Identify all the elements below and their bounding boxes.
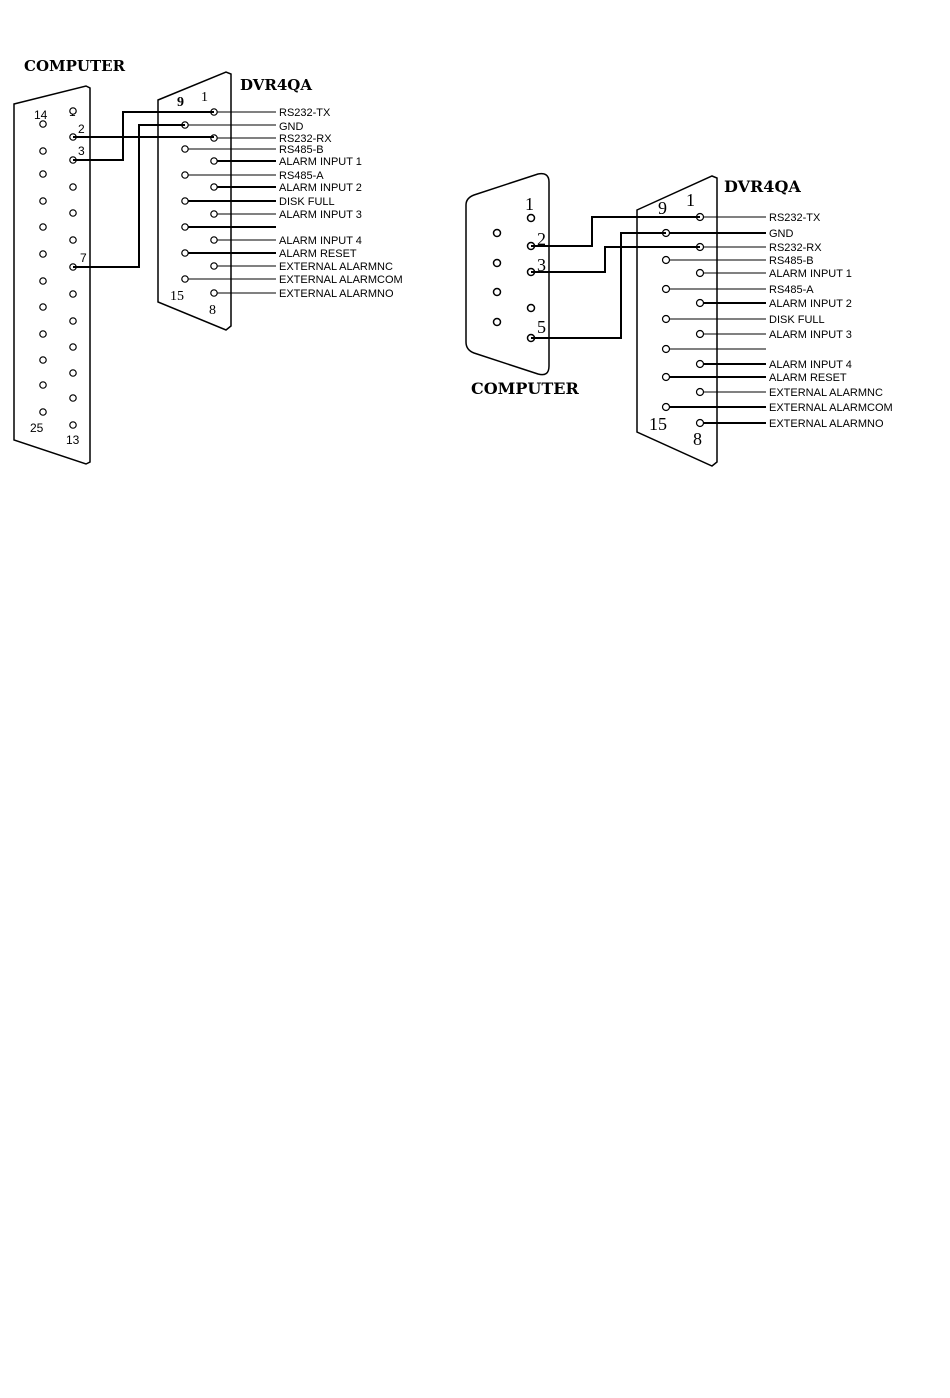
right-dvr-signal-leads <box>661 212 766 428</box>
right-signal-alarm-input-4: ALARM INPUT 4 <box>769 359 852 371</box>
left-pc-pin-2-label: 2 <box>78 122 85 136</box>
right-pc-pin-5-label: 5 <box>537 317 546 337</box>
right-signal-alarm-input-3: ALARM INPUT 3 <box>769 329 852 341</box>
left-dvr-pin-8-label: 8 <box>209 303 216 318</box>
left-signal-rs232-tx: RS232-TX <box>279 107 331 119</box>
left-pc-pin-3-label: 3 <box>78 144 85 158</box>
left-pc-pin-14-label: 14 <box>34 108 48 122</box>
right-signal-rs232-rx: RS232-RX <box>769 242 822 254</box>
right-dvr-pin-15-label: 15 <box>649 414 667 434</box>
right-diagram: DVR4QA COMPUTER 1 2 3 5 9 1 15 8 <box>465 172 893 467</box>
left-signal-external-alarmno: EXTERNAL ALARMNO <box>279 288 394 300</box>
right-signal-external-alarmnc: EXTERNAL ALARMNC <box>769 387 883 399</box>
left-signal-rs485-a: RS485-A <box>279 170 324 182</box>
left-signal-rs232-rx: RS232-RX <box>279 133 332 145</box>
right-pc-pin-1-label: 1 <box>525 194 534 214</box>
left-dvr-title: DVR4QA <box>240 76 312 94</box>
right-signal-rs485-a: RS485-A <box>769 284 814 296</box>
left-db25-connector-shell <box>13 85 91 465</box>
left-signal-gnd: GND <box>279 121 304 133</box>
right-signal-external-alarmcom: EXTERNAL ALARMCOM <box>769 402 893 414</box>
left-wire-tx <box>73 111 214 161</box>
left-cross-wires <box>73 111 214 268</box>
left-signal-alarm-reset: ALARM RESET <box>279 248 357 260</box>
left-signal-rs485-b: RS485-B <box>279 144 324 156</box>
left-dvr-db15-connector-shell <box>157 71 232 331</box>
left-computer-title: COMPUTER <box>24 57 126 75</box>
right-dvr-signal-labels: RS232-TX GND RS232-RX RS485-B ALARM INPU… <box>769 212 893 430</box>
left-pc-pin-7-label: 7 <box>80 251 87 265</box>
right-wire-tx <box>531 216 700 247</box>
left-signal-external-alarmcom: EXTERNAL ALARMCOM <box>279 274 403 286</box>
right-signal-alarm-input-2: ALARM INPUT 2 <box>769 298 852 310</box>
right-signal-alarm-reset: ALARM RESET <box>769 372 847 384</box>
right-dvr-pin-9-label: 9 <box>658 198 667 218</box>
left-pc-pin-25-label: 25 <box>30 421 44 435</box>
left-db25-pins <box>39 107 77 429</box>
right-pc-pin-2-label: 2 <box>537 229 546 249</box>
right-dvr-title: DVR4QA <box>724 177 801 196</box>
right-signal-disk-full: DISK FULL <box>769 314 825 326</box>
right-pc-pin-3-label: 3 <box>537 255 546 275</box>
left-signal-alarm-input-1: ALARM INPUT 1 <box>279 156 362 168</box>
left-dvr-signal-leads <box>181 108 276 297</box>
right-cross-wires <box>531 216 700 339</box>
left-signal-alarm-input-4: ALARM INPUT 4 <box>279 235 362 247</box>
left-dvr-signal-labels: RS232-TX GND RS232-RX RS485-B ALARM INPU… <box>279 107 403 300</box>
right-signal-gnd: GND <box>769 228 794 240</box>
left-dvr-pin-9-label: 9 <box>177 95 184 110</box>
left-signal-disk-full: DISK FULL <box>279 196 335 208</box>
right-signal-external-alarmno: EXTERNAL ALARMNO <box>769 418 884 430</box>
left-dvr-pin-15-label: 15 <box>170 289 184 304</box>
left-diagram: COMPUTER DVR4QA 1 2 3 7 14 25 13 <box>13 57 403 465</box>
right-dvr-db15-connector-shell <box>636 175 718 467</box>
right-db9-pins <box>492 213 536 343</box>
left-signal-alarm-input-2: ALARM INPUT 2 <box>279 182 362 194</box>
right-dvr-pin-8-label: 8 <box>693 429 702 449</box>
left-pc-pin-13-label: 13 <box>66 433 80 447</box>
left-dvr-pin-1-label: 1 <box>201 90 208 105</box>
right-wire-gnd <box>531 232 666 339</box>
right-signal-rs232-tx: RS232-TX <box>769 212 821 224</box>
left-signal-external-alarmnc: EXTERNAL ALARMNC <box>279 261 393 273</box>
right-signal-alarm-input-1: ALARM INPUT 1 <box>769 268 852 280</box>
right-dvr-pin-1-label: 1 <box>686 190 695 210</box>
right-wire-rx <box>531 246 700 273</box>
right-computer-title: COMPUTER <box>471 379 579 398</box>
left-signal-alarm-input-3: ALARM INPUT 3 <box>279 209 362 221</box>
right-signal-rs485-b: RS485-B <box>769 255 814 267</box>
left-wire-gnd <box>73 124 185 268</box>
right-db9-connector-shell <box>465 172 550 376</box>
